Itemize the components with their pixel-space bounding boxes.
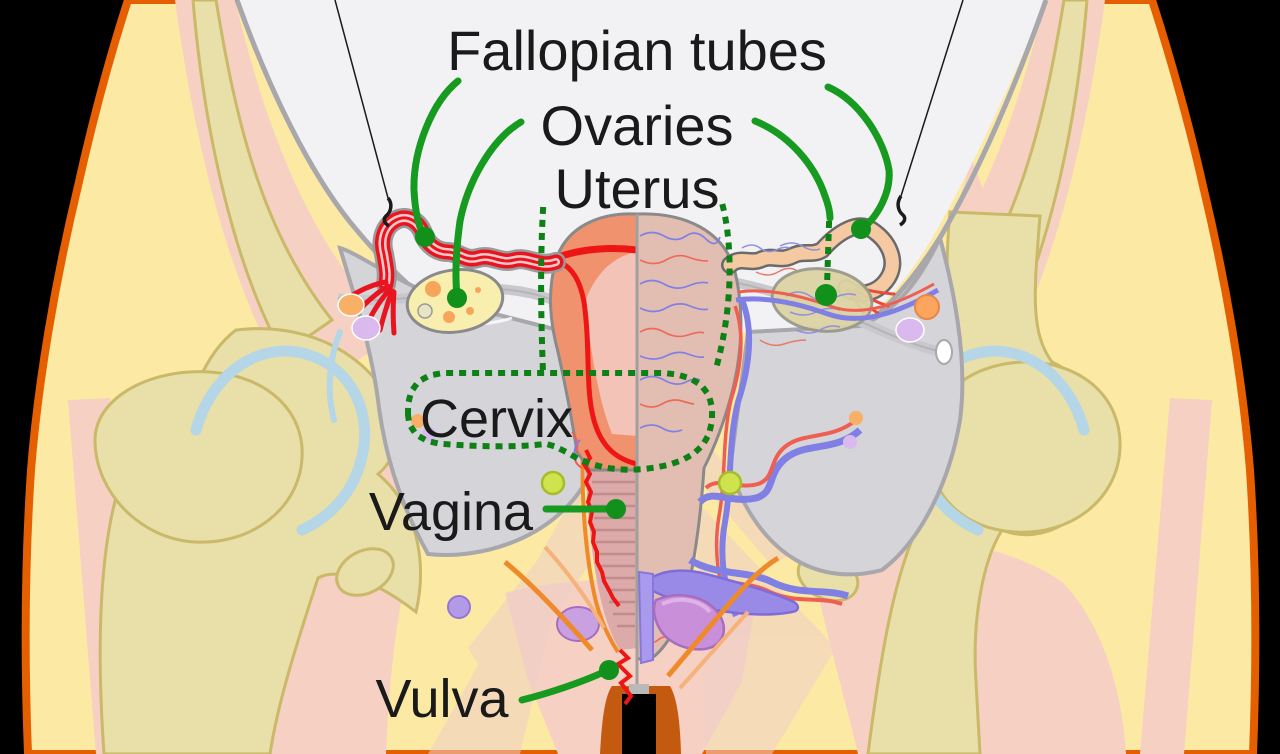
- urethra-strip: [637, 570, 654, 665]
- pointer-line-left: [334, 0, 389, 199]
- dot-vagina: [606, 499, 626, 519]
- ischium-left: [335, 547, 395, 597]
- leader-dots: [415, 219, 871, 680]
- leader-ovaries-right: [751, 117, 834, 222]
- fallopian-tube-left: [345, 208, 566, 336]
- leader-vulva: [518, 668, 608, 704]
- leader-lines: [410, 77, 893, 704]
- labial-fold-left-1: [503, 560, 594, 652]
- label-fallopian-tubes: Fallopian tubes: [447, 19, 827, 82]
- label-cervix: Cervix: [420, 389, 573, 449]
- leader-ovaries-left: [452, 118, 525, 300]
- uterine-cavity: [585, 252, 637, 436]
- pointer-lines: [334, 0, 964, 228]
- dotted-outlines: [404, 203, 833, 473]
- label-ovaries: Ovaries: [541, 94, 734, 157]
- dot-ovary-left: [447, 288, 467, 308]
- lymph-nodes: [337, 293, 940, 619]
- vestibular-structures: [556, 569, 800, 665]
- endometrium-curve: [558, 259, 638, 467]
- uterus-outline-right-dotted: [711, 203, 733, 376]
- bulb-left: [556, 606, 600, 642]
- femoral-head-left: [93, 370, 304, 544]
- hymen-zigzag: [614, 648, 634, 706]
- labial-fold-right-2: [678, 610, 750, 690]
- leader-fallopian-left: [410, 77, 462, 239]
- label-vagina: Vagina: [369, 482, 534, 542]
- vagina-outer-wall-left: [580, 447, 620, 654]
- dot-ovary-right: [815, 284, 837, 306]
- leader-fallopian-right: [824, 83, 893, 232]
- labels: Fallopian tubes Ovaries Uterus Cervix Va…: [369, 19, 827, 729]
- endometrium-line: [554, 245, 638, 262]
- uterus: [549, 212, 753, 688]
- label-uterus: Uterus: [555, 157, 720, 220]
- dot-vulva: [599, 660, 619, 680]
- labial-fold-right-1: [666, 555, 780, 678]
- pointer-hook-left: [382, 196, 393, 228]
- vagina-left-cut: [585, 445, 637, 650]
- vagina-lining-red: [581, 449, 621, 608]
- uterine-artery: [714, 305, 743, 607]
- uterus-outline-left-dotted: [538, 206, 547, 376]
- ovary-right-leader-dotted: [823, 220, 833, 290]
- vulva-region: [503, 545, 780, 754]
- pointer-hook-right: [896, 194, 907, 227]
- dot-fallopian-right: [851, 219, 871, 239]
- labial-fold-left-2: [543, 545, 606, 629]
- pelvic-cavity-gray: [337, 232, 965, 577]
- adnexal-vessels-right: [688, 242, 940, 606]
- dot-fallopian-left: [415, 227, 435, 247]
- label-vulva: Vulva: [375, 669, 509, 729]
- pointer-line-right: [900, 0, 964, 197]
- ligament-capsule: [935, 339, 953, 365]
